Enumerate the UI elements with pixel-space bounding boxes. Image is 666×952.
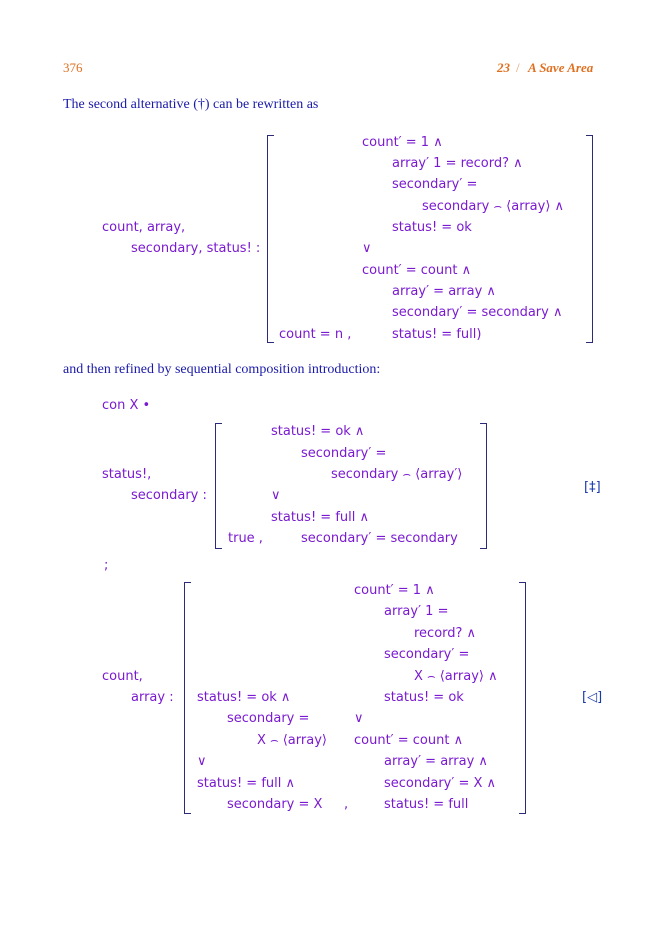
spec2-disjunction: ∨ <box>271 488 281 503</box>
spec1-left-bracket <box>267 135 274 343</box>
spec1-right-bracket <box>586 135 593 343</box>
spec2-post-line: status! = full ∧ <box>271 510 370 525</box>
con-line: con X • <box>102 398 151 413</box>
spec3-comma: , <box>344 797 349 812</box>
chapter-title: A Save Area <box>528 60 594 75</box>
spec3-frame-line2: array : <box>131 690 174 705</box>
spec1-post-line: secondary′ = secondary ∧ <box>392 305 563 320</box>
chapter-number: 23 <box>497 60 510 75</box>
spec3-pre-line: secondary = X <box>227 797 323 812</box>
spec2-right-bracket <box>480 423 487 549</box>
spec2-tag: [‡] <box>584 480 601 495</box>
spec1-post-line: status! = ok <box>392 220 472 235</box>
spec3-frame-line1: count, <box>102 669 143 684</box>
spec2-frame-line2: secondary : <box>131 488 207 503</box>
spec1-disjunction: ∨ <box>362 241 372 256</box>
spec1-post-line: array′ = array ∧ <box>392 284 496 299</box>
spec3-pre-line: secondary = <box>227 711 310 726</box>
header-separator: / <box>516 60 520 75</box>
sequential-semicolon: ; <box>104 558 109 573</box>
spec1-post-line: count′ = count ∧ <box>362 263 472 278</box>
spec1-frame-line2: secondary, status! : <box>131 241 261 256</box>
spec3-right-bracket <box>519 582 526 814</box>
intro-sentence: The second alternative (†) can be rewrit… <box>63 97 319 112</box>
spec3-post-line: secondary′ = <box>384 647 470 662</box>
spec2-precondition: true , <box>228 531 263 546</box>
spec2-left-bracket <box>215 423 222 549</box>
spec3-left-bracket <box>184 582 191 814</box>
spec1-post-line: count′ = 1 ∧ <box>362 135 443 150</box>
spec3-pre-line: status! = full ∧ <box>197 776 296 791</box>
spec2-post-line: status! = ok ∧ <box>271 424 365 439</box>
spec1-frame-line1: count, array, <box>102 220 186 235</box>
spec1-post-last: status! = full) <box>392 327 482 342</box>
spec3-post-line: X ⌢ ⟨array⟩ ∧ <box>414 669 498 684</box>
spec3-post-line: secondary′ = X ∧ <box>384 776 497 791</box>
spec3-post-line: status! = full <box>384 797 469 812</box>
spec3-pre-disjunction: ∨ <box>197 754 207 769</box>
spec1-post-line: secondary′ = <box>392 177 478 192</box>
spec2-frame-line1: status!, <box>102 467 152 482</box>
spec2-post-line: secondary ⌢ ⟨array′⟩ <box>331 467 463 482</box>
spec3-pre-line: status! = ok ∧ <box>197 690 291 705</box>
middle-sentence: and then refined by sequential compositi… <box>63 362 381 377</box>
page-number: 376 <box>63 60 83 75</box>
spec1-post-line: array′ 1 = record? ∧ <box>392 156 523 171</box>
spec3-post-line: record? ∧ <box>414 626 477 641</box>
spec3-tag: [◁] <box>582 690 603 705</box>
spec2-post-last: secondary′ = secondary <box>301 531 458 546</box>
spec2-post-line: secondary′ = <box>301 446 387 461</box>
spec3-post-line: count′ = 1 ∧ <box>354 583 435 598</box>
spec3-post-line: array′ 1 = <box>384 604 449 619</box>
spec3-post-line: count′ = count ∧ <box>354 733 464 748</box>
spec3-pre-line: X ⌢ ⟨array⟩ <box>257 733 327 748</box>
spec3-post-line: array′ = array ∧ <box>384 754 488 769</box>
spec3-post-line: status! = ok <box>384 690 464 705</box>
spec1-post-line: secondary ⌢ ⟨array⟩ ∧ <box>422 199 565 214</box>
spec3-post-disjunction: ∨ <box>354 711 364 726</box>
spec1-precondition: count = n , <box>279 327 352 342</box>
